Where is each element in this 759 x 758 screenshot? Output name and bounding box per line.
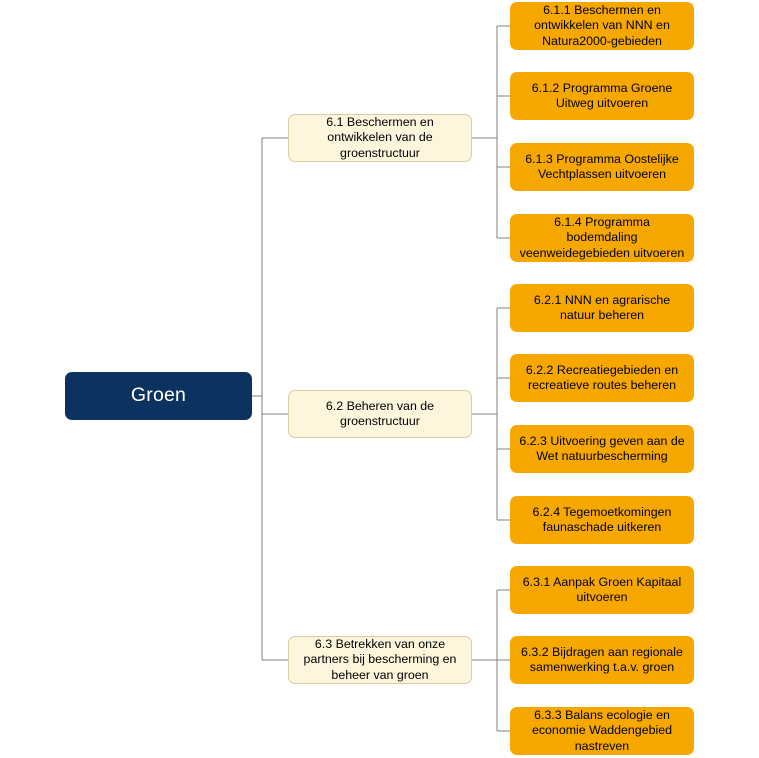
node-branch-6-3-label: 6.3 Betrekken van onze partners bij besc… [303,637,457,682]
node-branch-6-2-label: 6.2 Beheren van de groenstructuur [325,398,435,428]
node-leaf-6-1-1[interactable]: 6.1.1 Beschermen en ontwikkelen van NNN … [510,2,694,50]
node-leaf-6-2-2-label: 6.2.2 Recreatiegebieden en recreatieve r… [525,362,679,392]
node-root-label: Groen [130,384,187,407]
node-leaf-6-1-3[interactable]: 6.1.3 Programma Oostelijke Vechtplassen … [510,143,694,191]
node-branch-6-2[interactable]: 6.2 Beheren van de groenstructuur [288,390,472,438]
node-leaf-6-2-3[interactable]: 6.2.3 Uitvoering geven aan de Wet natuur… [510,425,694,473]
node-leaf-6-2-4[interactable]: 6.2.4 Tegemoetkomingen faunaschade uitke… [510,496,694,544]
node-leaf-6-3-3[interactable]: 6.3.3 Balans ecologie en economie Wadden… [510,707,694,755]
node-leaf-6-3-2[interactable]: 6.3.2 Bijdragen aan regionale samenwerki… [510,636,694,684]
node-root-groen[interactable]: Groen [65,372,252,420]
node-leaf-6-1-1-label: 6.1.1 Beschermen en ontwikkelen van NNN … [534,3,670,48]
node-leaf-6-2-2[interactable]: 6.2.2 Recreatiegebieden en recreatieve r… [510,354,694,402]
node-leaf-6-2-1-label: 6.2.1 NNN en agrarische natuur beheren [533,292,671,322]
node-branch-6-1-label: 6.1 Beschermen en ontwikkelen van de gro… [326,115,434,160]
node-leaf-6-2-1[interactable]: 6.2.1 NNN en agrarische natuur beheren [510,284,694,332]
node-leaf-6-3-2-label: 6.3.2 Bijdragen aan regionale samenwerki… [521,644,683,674]
node-branch-6-3[interactable]: 6.3 Betrekken van onze partners bij besc… [288,636,472,684]
node-leaf-6-1-3-label: 6.1.3 Programma Oostelijke Vechtplassen … [525,151,679,181]
node-leaf-6-1-4-label: 6.1.4 Programma bodemdaling veenweidegeb… [519,215,685,260]
node-leaf-6-2-4-label: 6.2.4 Tegemoetkomingen faunaschade uitke… [532,504,672,534]
node-leaf-6-1-2[interactable]: 6.1.2 Programma Groene Uitweg uitvoeren [510,72,694,120]
node-leaf-6-1-4[interactable]: 6.1.4 Programma bodemdaling veenweidegeb… [510,214,694,262]
node-leaf-6-1-2-label: 6.1.2 Programma Groene Uitweg uitvoeren [531,80,673,110]
node-leaf-6-2-3-label: 6.2.3 Uitvoering geven aan de Wet natuur… [519,433,685,463]
node-branch-6-1[interactable]: 6.1 Beschermen en ontwikkelen van de gro… [288,114,472,162]
node-leaf-6-3-1-label: 6.3.1 Aanpak Groen Kapitaal uitvoeren [522,574,682,604]
node-leaf-6-3-3-label: 6.3.3 Balans ecologie en economie Wadden… [531,708,673,753]
node-leaf-6-3-1[interactable]: 6.3.1 Aanpak Groen Kapitaal uitvoeren [510,566,694,614]
